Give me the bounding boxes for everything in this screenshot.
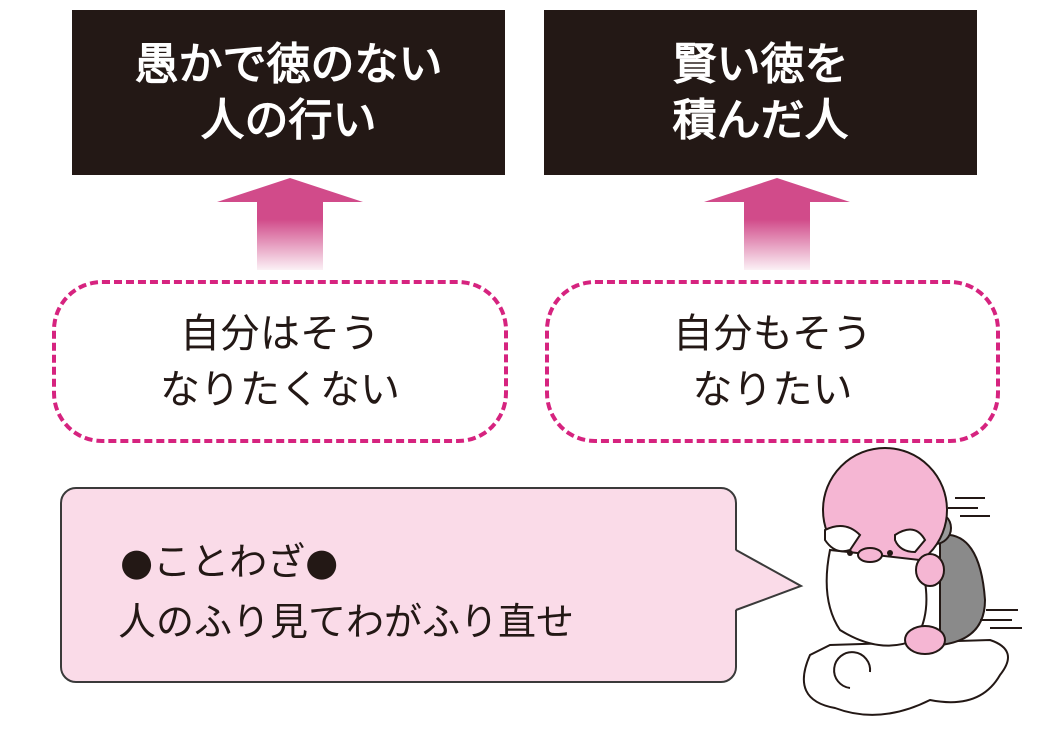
result-box-wise: 賢い徳を 積んだ人 <box>544 10 977 175</box>
result-box-foolish: 愚かで徳のない 人の行い <box>72 10 505 175</box>
box-text-line1: 愚かで徳のない <box>134 38 443 90</box>
proverb-heading: ●ことわざ● <box>120 540 339 584</box>
speech-bubble-tail <box>735 549 804 611</box>
box-text-line2: 人の行い <box>200 94 377 146</box>
proverb-speech-bubble: ●ことわざ● 人のふり見てわがふり直せ <box>60 487 737 683</box>
thought-box-aspire: 自分もそう なりたい <box>545 280 1000 443</box>
up-arrow-icon <box>217 178 363 270</box>
proverb-text: 人のふり見てわがふり直せ <box>118 600 575 644</box>
thought-line1: 自分もそう <box>672 310 873 357</box>
box-text-line2: 積んだ人 <box>672 94 849 146</box>
thought-line2: なりたい <box>692 366 853 413</box>
sage-character-illustration <box>802 447 1022 716</box>
thought-box-avoid: 自分はそう なりたくない <box>52 280 508 443</box>
thought-line2: なりたくない <box>160 366 400 413</box>
motion-lines <box>948 497 1022 629</box>
thought-line1: 自分はそう <box>180 310 380 357</box>
up-arrow-icon <box>704 178 850 270</box>
box-text-line1: 賢い徳を <box>672 38 849 90</box>
